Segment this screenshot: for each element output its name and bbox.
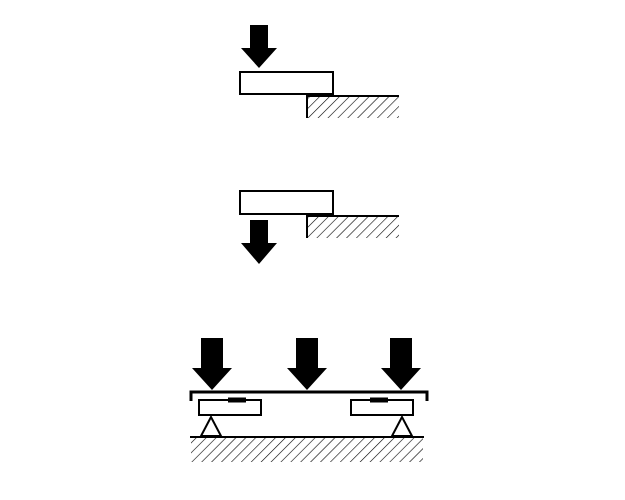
- panel-top: [239, 25, 399, 118]
- ground-hatch: [191, 438, 423, 462]
- down-arrow-icon: [192, 338, 232, 390]
- ground-hatch: [307, 97, 399, 118]
- down-arrow-icon: [287, 338, 327, 390]
- block: [239, 71, 334, 95]
- right-pivot-icon: [390, 414, 414, 437]
- ledge-outline: [306, 215, 399, 238]
- down-arrow-icon: [381, 338, 421, 390]
- panel-bottom: [189, 338, 429, 462]
- left-pivot-icon: [199, 414, 223, 437]
- beam: [189, 390, 429, 401]
- ground-hatch: [307, 217, 399, 238]
- block: [239, 190, 334, 215]
- panel-middle: [239, 190, 399, 264]
- down-arrow-icon: [241, 25, 277, 68]
- down-arrow-icon: [241, 220, 277, 264]
- ledge-outline: [306, 95, 399, 118]
